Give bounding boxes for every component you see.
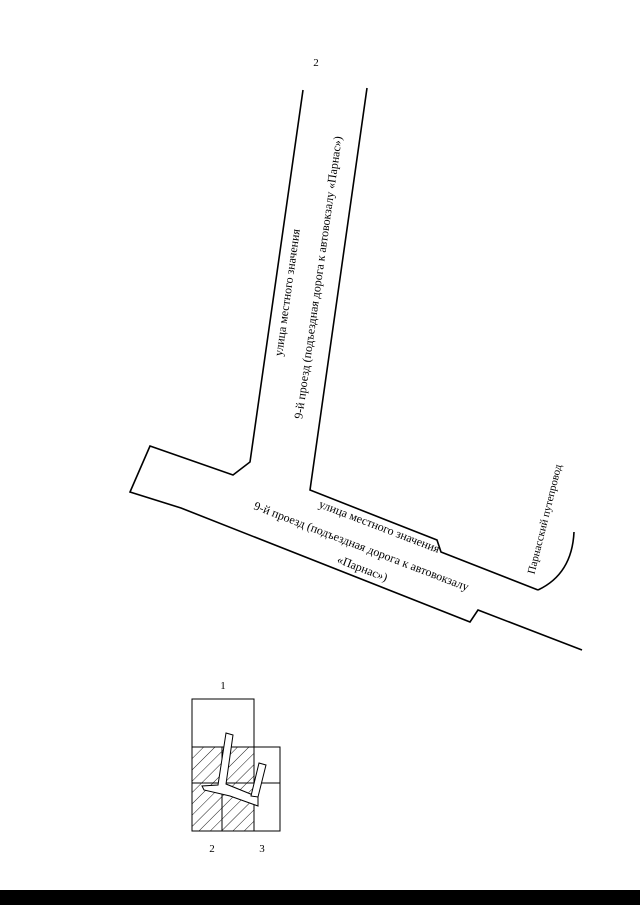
street-label-vertical-1: улица местного значения	[271, 228, 303, 357]
road-edge-east	[309, 87, 539, 591]
key-map-label-1: 1	[220, 680, 226, 692]
sheet-number: 2	[313, 57, 319, 69]
key-map: 1 2 3	[191, 680, 281, 855]
road-edge-west	[128, 89, 583, 651]
overpass-curve	[537, 531, 575, 591]
street-label-vertical-2: 9-й проезд (подъездная дорога к автовокз…	[291, 135, 345, 419]
key-map-road-sketch-2	[250, 762, 267, 798]
key-map-road-sketch	[201, 732, 259, 807]
bottom-border-bar	[0, 890, 640, 905]
overpass-label: Парнасский путепровод	[526, 463, 565, 576]
key-map-label-2: 2	[209, 843, 215, 855]
key-map-label-3: 3	[259, 843, 265, 855]
